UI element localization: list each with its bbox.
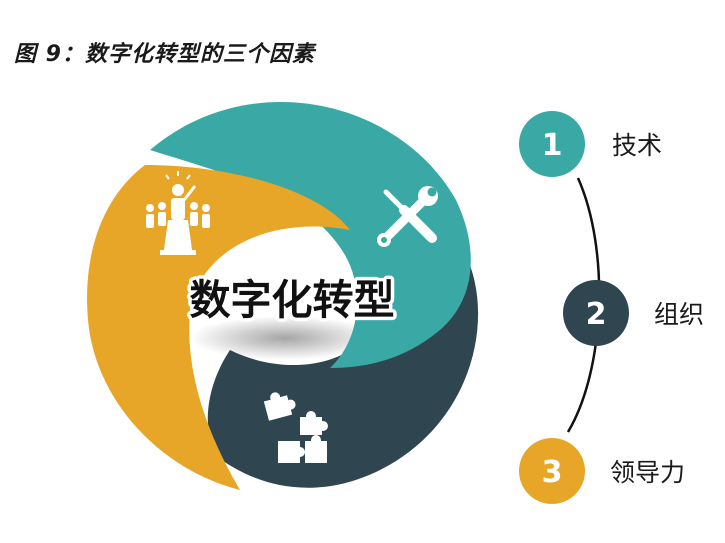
factor-item-3: 3 领导力 — [519, 438, 685, 504]
factor-number-2: 2 — [586, 297, 607, 332]
factor-label-3: 领导力 — [610, 458, 685, 487]
puzzle-icon — [263, 392, 328, 463]
segment-technology — [150, 102, 471, 369]
factor-label-2: 组织 — [654, 300, 704, 329]
segment-leadership — [87, 165, 350, 490]
figure-title: 图 9：数字化转型的三个因素 — [14, 42, 315, 67]
factor-badge-2 — [563, 280, 629, 346]
factor-badge-1 — [519, 111, 585, 177]
center-shadow — [190, 316, 380, 360]
wrench-screwdriver-icon — [377, 186, 438, 247]
factor-label-1: 技术 — [612, 131, 662, 160]
leader-team-icon — [146, 171, 210, 255]
factor-badge-3 — [519, 438, 585, 504]
factor-number-1: 1 — [542, 128, 563, 163]
factor-item-1: 1 技术 — [519, 111, 662, 177]
factor-number-3: 3 — [542, 455, 563, 490]
factor-item-2: 2 组织 — [563, 280, 704, 346]
center-label: 数字化转型 — [190, 276, 395, 324]
